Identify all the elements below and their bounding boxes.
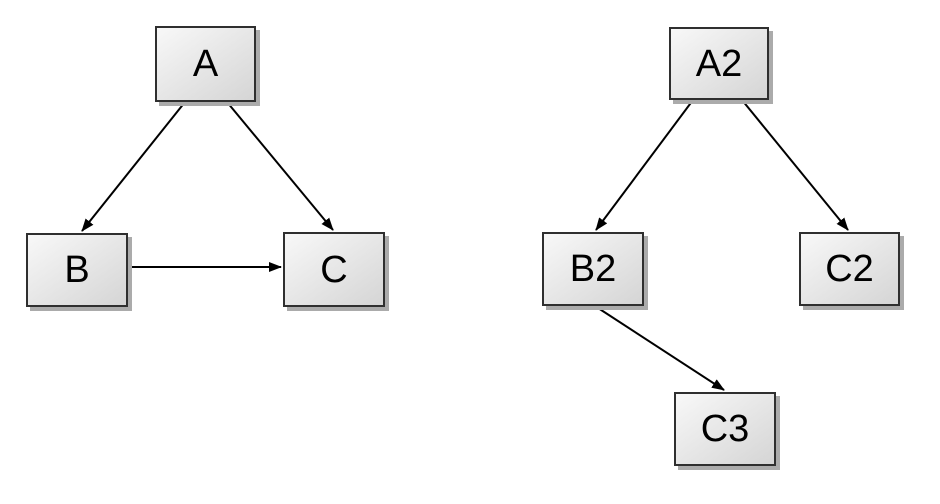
node-label-C: C	[320, 248, 348, 291]
node-C3[interactable]: C3	[674, 392, 776, 466]
edge-A2-C2[interactable]	[741, 99, 849, 231]
node-label-C3: C3	[700, 408, 750, 450]
node-label-A: A	[192, 43, 219, 85]
node-A2[interactable]: A2	[669, 27, 769, 100]
edge-A2-B2[interactable]	[595, 99, 694, 231]
node-B2[interactable]: B2	[542, 232, 644, 306]
node-label-C2: C2	[825, 248, 874, 290]
edge-A-B[interactable]	[81, 101, 186, 232]
node-C2[interactable]: C2	[799, 232, 900, 306]
edge-A-C[interactable]	[226, 101, 334, 231]
edge-B2-C3[interactable]	[594, 305, 725, 391]
node-label-A2: A2	[695, 42, 743, 85]
node-label-B2: B2	[569, 248, 617, 290]
node-A[interactable]: A	[155, 26, 256, 102]
node-label-B: B	[64, 249, 90, 291]
node-B[interactable]: B	[26, 233, 128, 307]
node-C[interactable]: C	[283, 232, 385, 307]
